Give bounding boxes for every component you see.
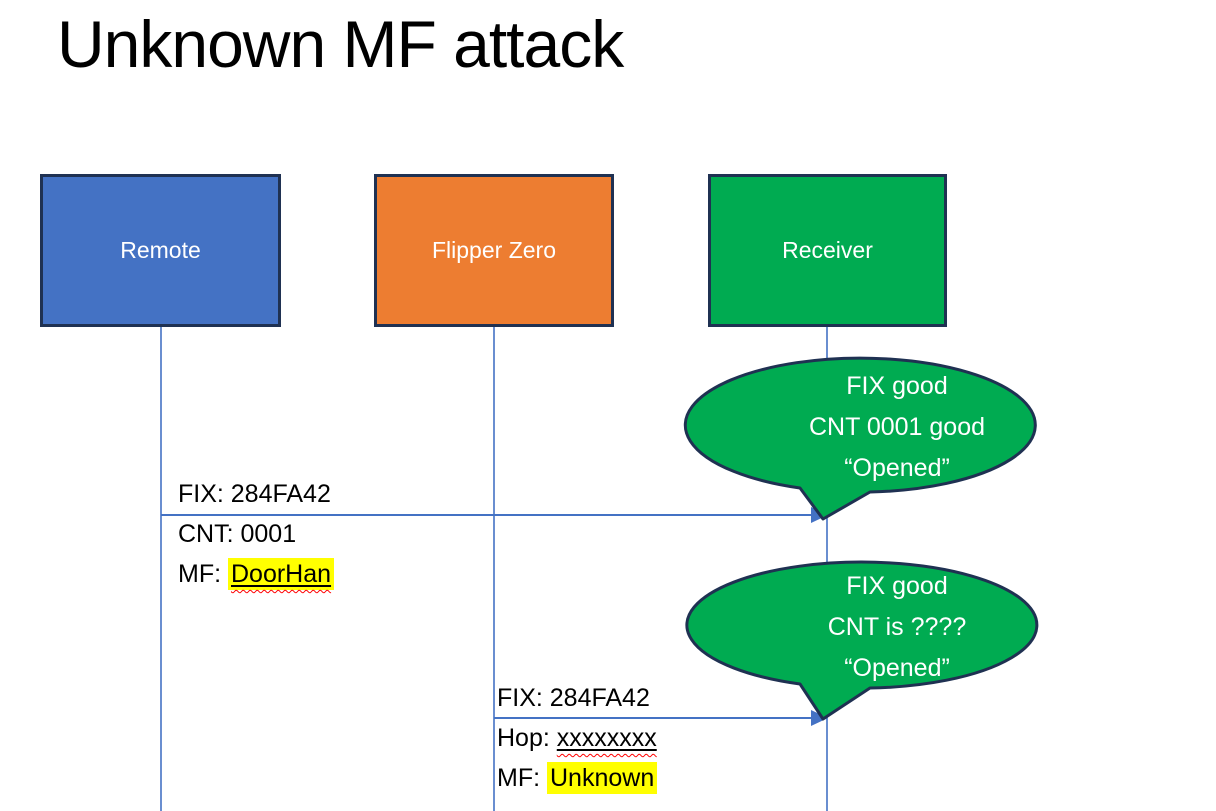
callout1-line3: “Opened” — [844, 454, 950, 482]
message2-line-fix: FIX: 284FA42 — [497, 684, 650, 712]
message1-label-block: FIX: 284FA42 CNT: 0001 MF: DoorHan — [178, 474, 335, 594]
message2-mf-prefix: MF: — [497, 764, 547, 792]
actor-label-remote: Remote — [120, 237, 201, 263]
message1-mf-spellcheck-wrap: DoorHan — [228, 558, 335, 590]
actor-box-remote: Remote — [40, 174, 281, 327]
callout2-line1: FIX good — [846, 572, 948, 600]
message1-line-mf: MF: DoorHan — [178, 554, 335, 594]
callout2-line3: “Opened” — [844, 654, 950, 682]
message1-line-fix: FIX: 284FA42 — [178, 480, 331, 508]
message1-mf-prefix: MF: — [178, 560, 228, 588]
callout1-speech-bubble — [683, 356, 1037, 521]
message2-hop-spellcheck-wrap: xxxxxxxx — [557, 724, 657, 752]
actor-label-flipper-zero: Flipper Zero — [432, 237, 556, 263]
callout1-line2: CNT 0001 good — [808, 413, 986, 441]
message2-hop-value-underlined: xxxxxxxx — [556, 724, 657, 752]
message2-line-hop: Hop: xxxxxxxx — [497, 718, 657, 758]
message2-hop-prefix: Hop: — [497, 724, 557, 752]
message2-arrowhead-icon — [811, 710, 828, 726]
actor-label-receiver: Receiver — [782, 237, 873, 263]
message1-line-cnt: CNT: 0001 — [178, 520, 297, 548]
actor-box-receiver: Receiver — [708, 174, 947, 327]
message1-mf-value-highlighted: DoorHan — [228, 558, 335, 590]
actor-box-flipper-zero: Flipper Zero — [374, 174, 614, 327]
callout2-speech-bubble — [685, 560, 1039, 721]
callout2-line2: CNT is ???? — [827, 613, 967, 641]
callout2-text: FIX good CNT is ???? “Opened” — [737, 566, 1057, 689]
message2-label-block: FIX: 284FA42 Hop: xxxxxxxx MF: Unknown — [497, 678, 658, 798]
slide-title: Unknown MF attack — [57, 7, 624, 81]
callout1-line1: FIX good — [846, 372, 948, 400]
callout1-text: FIX good CNT 0001 good “Opened” — [737, 366, 1057, 489]
message2-mf-value-highlighted: Unknown — [547, 762, 658, 794]
message2-line-mf: MF: Unknown — [497, 758, 658, 798]
